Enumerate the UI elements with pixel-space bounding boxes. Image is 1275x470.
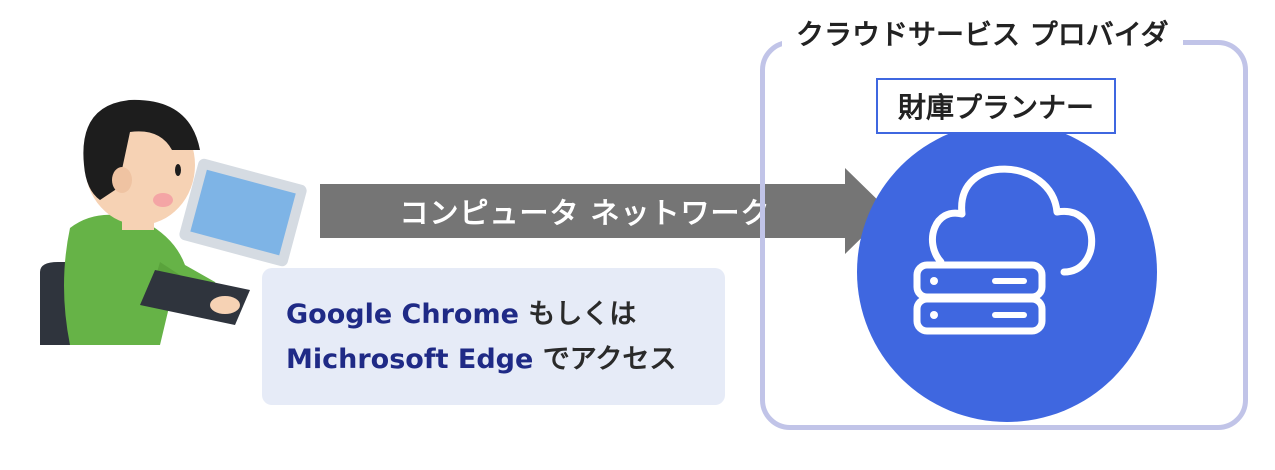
access-note: Google Chrome もしくは Michrosoft Edge でアクセス (262, 268, 725, 405)
cloud-server-icon (913, 165, 1096, 335)
access-note-line-1: Google Chrome もしくは (286, 292, 725, 337)
cloud-provider-title: クラウドサービス プロバイダ (782, 13, 1183, 57)
product-name-label: 財庫プランナー (876, 78, 1116, 134)
browser-name-edge: Michrosoft Edge (286, 344, 534, 375)
network-arrow-shape (320, 168, 889, 254)
access-note-suffix: でアクセス (533, 344, 677, 375)
network-arrow-label: コンピュータ ネットワーク (399, 196, 771, 230)
browser-name-chrome: Google Chrome (286, 299, 519, 330)
access-note-connector: もしくは (518, 299, 637, 330)
access-note-line-2: Michrosoft Edge でアクセス (286, 337, 725, 382)
